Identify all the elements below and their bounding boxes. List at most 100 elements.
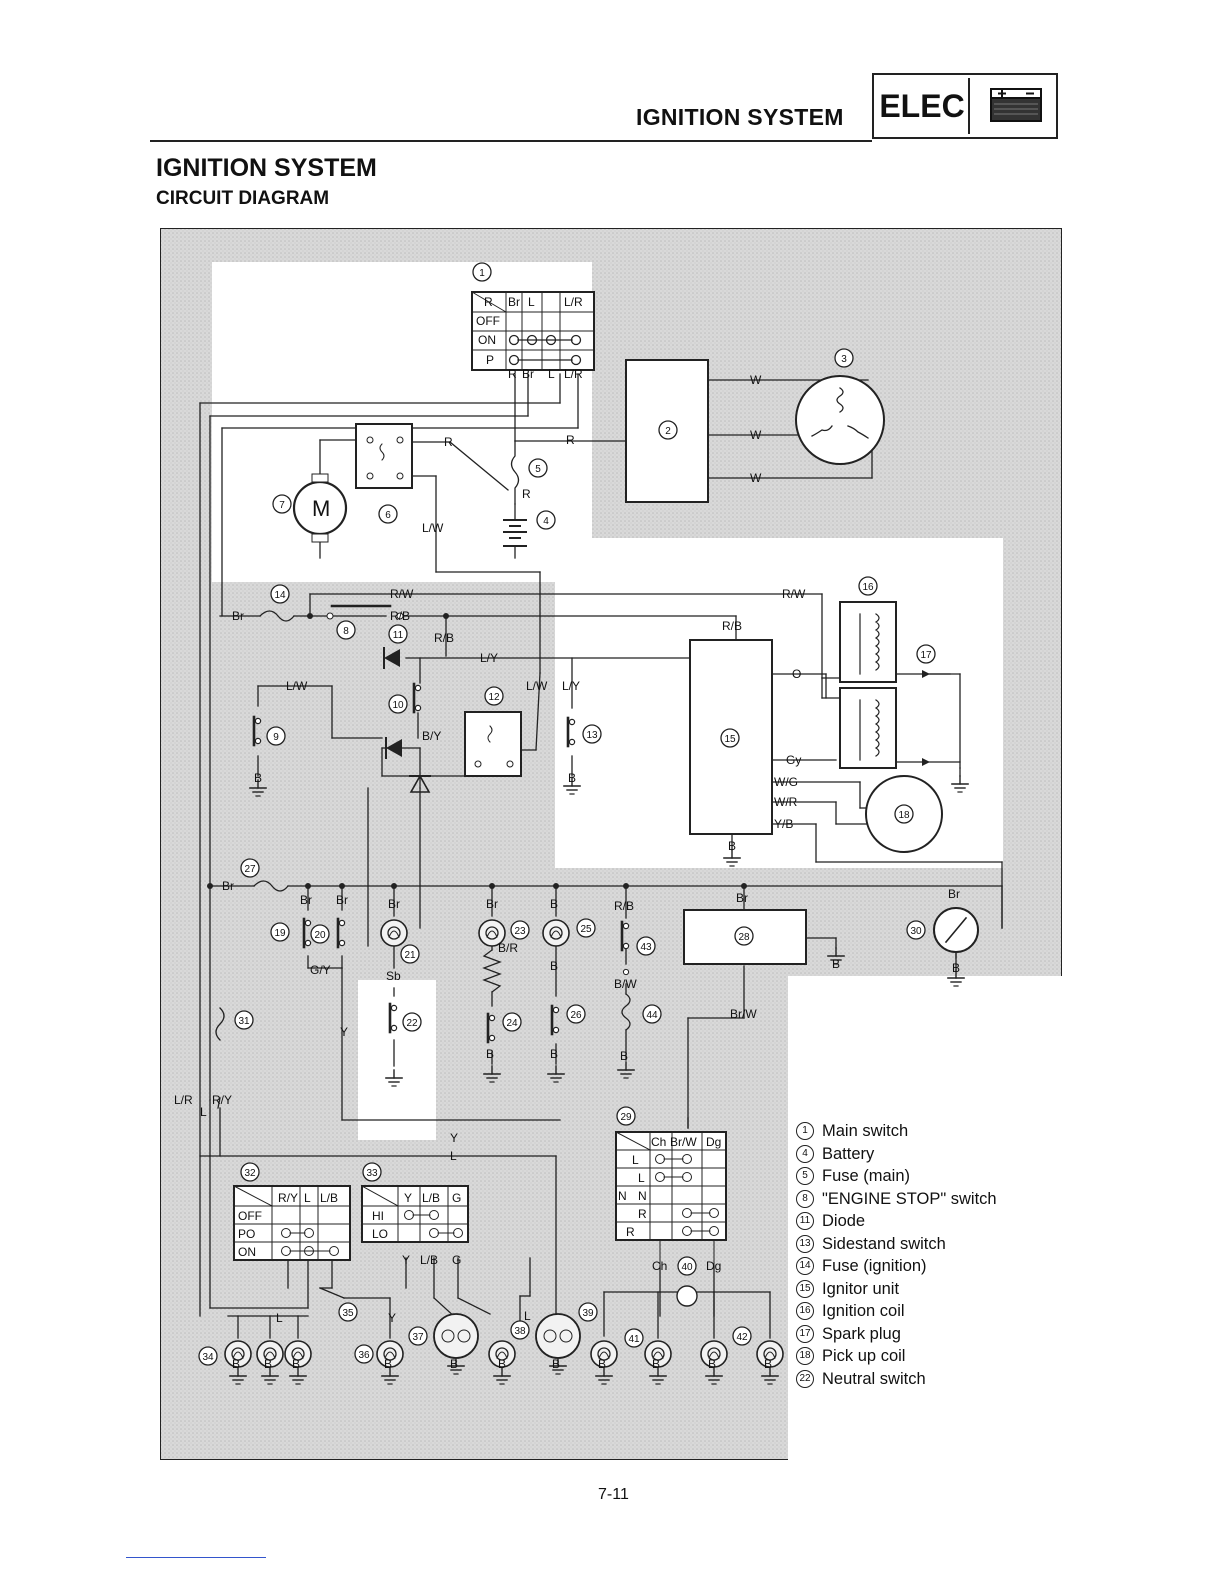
svg-text:3: 3: [841, 354, 847, 365]
svg-text:L/Y: L/Y: [480, 651, 498, 665]
svg-text:Br: Br: [948, 887, 960, 901]
svg-text:9: 9: [273, 732, 279, 743]
svg-text:Br: Br: [336, 893, 348, 907]
svg-text:B: B: [764, 1357, 772, 1371]
svg-text:Dg: Dg: [706, 1259, 721, 1273]
svg-text:R/B: R/B: [434, 631, 454, 645]
main-switch-table: [471, 291, 595, 371]
svg-text:B: B: [552, 1357, 560, 1371]
svg-text:Br: Br: [222, 879, 234, 893]
svg-text:Br: Br: [300, 893, 312, 907]
svg-text:B: B: [450, 1357, 458, 1371]
svg-text:B: B: [598, 1357, 606, 1371]
svg-text:L/R: L/R: [564, 295, 583, 309]
svg-text:42: 42: [736, 1332, 748, 1343]
svg-text:W: W: [750, 428, 762, 442]
svg-text:R: R: [566, 433, 575, 447]
svg-text:L: L: [638, 1171, 645, 1185]
svg-text:W: W: [750, 373, 762, 387]
svg-text:L: L: [276, 1311, 283, 1325]
svg-text:B: B: [728, 839, 736, 853]
svg-text:OFF: OFF: [476, 314, 500, 328]
svg-text:R: R: [508, 367, 517, 381]
svg-text:B: B: [498, 1357, 506, 1371]
battery-icon: [990, 88, 1042, 122]
svg-text:B: B: [952, 961, 960, 975]
svg-text:L/R: L/R: [174, 1093, 193, 1107]
circuit-diagram: R Br L L/R W W W R R R L/W Br R/W R/W R/…: [160, 228, 1062, 1460]
svg-text:27: 27: [244, 864, 256, 875]
svg-text:L/W: L/W: [286, 679, 308, 693]
svg-text:W/R: W/R: [774, 795, 798, 809]
svg-text:R: R: [626, 1225, 635, 1239]
svg-text:4: 4: [543, 516, 549, 527]
svg-text:12: 12: [488, 692, 500, 703]
svg-text:R/B: R/B: [390, 609, 410, 623]
svg-text:ON: ON: [238, 1245, 256, 1259]
svg-text:43: 43: [640, 942, 652, 953]
svg-text:21: 21: [404, 950, 416, 961]
legend-item: 8"ENGINE STOP" switch: [796, 1188, 997, 1211]
svg-text:L/R: L/R: [564, 367, 583, 381]
svg-text:W/G: W/G: [774, 775, 798, 789]
svg-text:20: 20: [314, 930, 326, 941]
header-section-title: IGNITION SYSTEM: [636, 104, 844, 130]
svg-text:33: 33: [366, 1168, 378, 1179]
svg-text:19: 19: [274, 928, 286, 939]
svg-text:R/W: R/W: [782, 587, 806, 601]
svg-text:L: L: [304, 1191, 311, 1205]
svg-text:Y: Y: [404, 1191, 412, 1205]
svg-text:7: 7: [279, 500, 285, 511]
svg-text:29: 29: [620, 1112, 632, 1123]
svg-text:17: 17: [920, 650, 932, 661]
svg-text:W: W: [750, 471, 762, 485]
svg-text:Sb: Sb: [386, 969, 401, 983]
svg-text:R: R: [484, 295, 493, 309]
svg-text:30: 30: [910, 926, 922, 937]
svg-text:Y: Y: [450, 1131, 458, 1145]
footer-link-underline[interactable]: [126, 1557, 266, 1558]
svg-text:B: B: [264, 1357, 272, 1371]
svg-text:32: 32: [244, 1168, 256, 1179]
svg-text:PO: PO: [238, 1227, 255, 1241]
svg-text:10: 10: [392, 700, 404, 711]
svg-text:B/W: B/W: [614, 977, 637, 991]
svg-text:LO: LO: [372, 1227, 388, 1241]
svg-text:B: B: [384, 1357, 392, 1371]
svg-text:G: G: [452, 1191, 461, 1205]
page-subtitle: CIRCUIT DIAGRAM: [156, 188, 330, 209]
page-number: 7-11: [598, 1486, 629, 1503]
svg-text:P: P: [486, 353, 494, 367]
svg-text:L: L: [548, 367, 555, 381]
svg-text:B: B: [292, 1357, 300, 1371]
svg-text:R/W: R/W: [390, 587, 414, 601]
svg-text:B: B: [568, 771, 576, 785]
svg-text:L/Y: L/Y: [562, 679, 580, 693]
svg-text:L/B: L/B: [420, 1253, 438, 1267]
svg-text:L: L: [528, 295, 535, 309]
svg-text:B: B: [486, 1047, 494, 1061]
svg-text:Ch: Ch: [651, 1135, 666, 1149]
svg-text:L/W: L/W: [422, 521, 444, 535]
svg-text:Y: Y: [388, 1311, 396, 1325]
svg-text:1: 1: [479, 268, 485, 279]
svg-text:38: 38: [514, 1326, 526, 1337]
svg-text:8: 8: [343, 626, 349, 637]
svg-text:B: B: [620, 1049, 628, 1063]
turn-switch-table: [615, 1131, 727, 1267]
svg-text:R/Y: R/Y: [278, 1191, 298, 1205]
svg-text:L: L: [450, 1149, 457, 1163]
svg-text:L: L: [632, 1153, 639, 1167]
svg-text:15: 15: [724, 734, 736, 745]
svg-text:Br: Br: [486, 897, 498, 911]
svg-text:R/B: R/B: [722, 619, 742, 633]
svg-text:41: 41: [628, 1334, 640, 1345]
svg-text:B: B: [550, 897, 558, 911]
svg-text:11: 11: [393, 630, 404, 641]
